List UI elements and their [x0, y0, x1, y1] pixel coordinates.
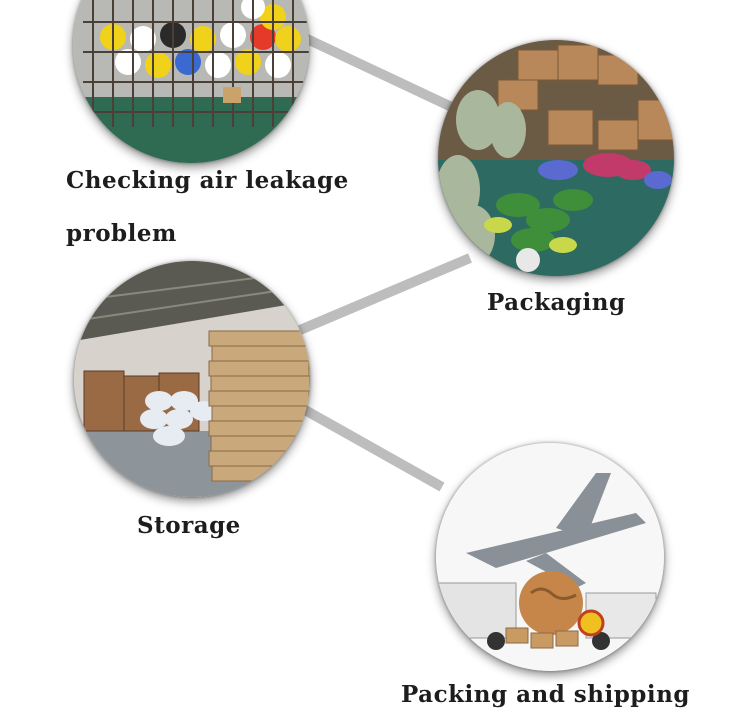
connector-pack-to-store	[298, 253, 472, 335]
packaging-photo	[438, 40, 674, 276]
ball-cage-photo	[73, 0, 309, 163]
caption-packaging: Packaging	[487, 289, 626, 316]
caption-storage: Storage	[137, 512, 241, 539]
shipping-photo	[436, 443, 664, 671]
connector-check-to-pack	[302, 33, 461, 115]
warehouse-photo	[74, 261, 310, 497]
caption-shipping: Packing and shipping	[401, 681, 690, 708]
caption-checking-line2: problem	[66, 220, 177, 247]
caption-checking-line1: Checking air leakage	[66, 167, 349, 194]
connector-store-to-ship	[302, 405, 445, 492]
